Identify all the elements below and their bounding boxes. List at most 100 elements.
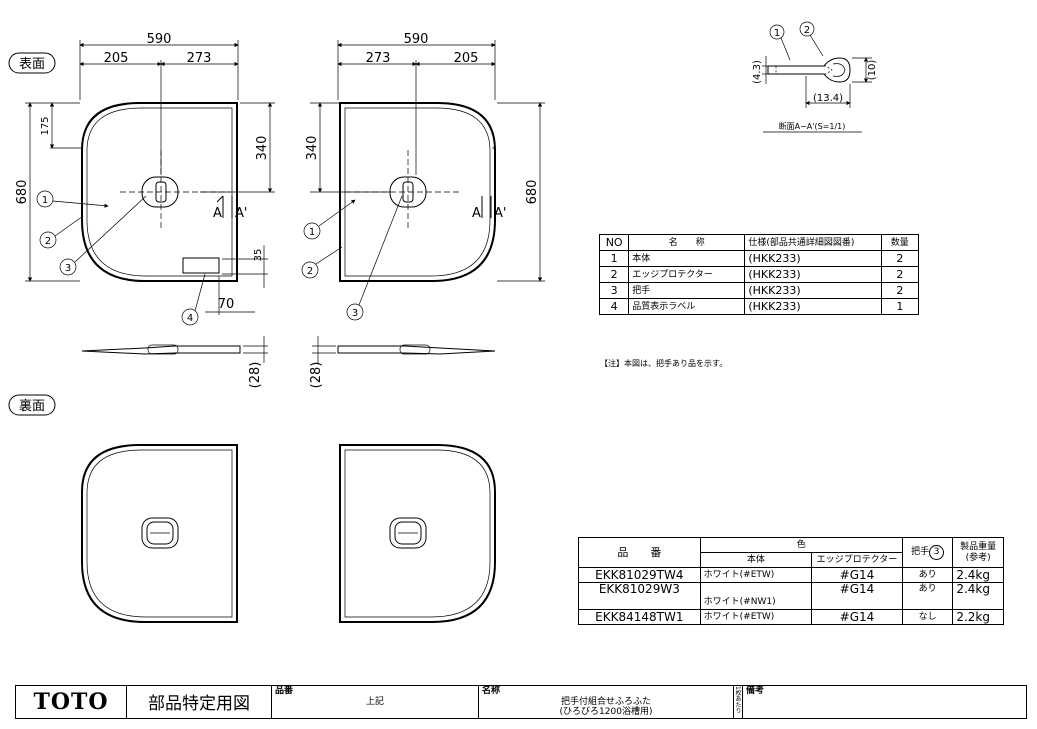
svg-text:(4.3): (4.3) [752,60,763,84]
part-no-cell: 品番 上記 [271,685,479,719]
name-line2: (ひろびろ1200浴槽用) [559,707,653,717]
cell-part-no: EKK81029TW4 [578,567,701,583]
svg-text:273: 273 [187,51,212,66]
back-right-lid [339,444,496,623]
front-right-callouts: 1 2 3 [301,195,403,321]
cell-weight: 2.2kg [952,609,1004,625]
cell-part-no: EKK84148TW1 [578,609,701,625]
svg-text:(10): (10) [867,60,878,81]
svg-text:680: 680 [525,180,540,205]
cell-spec: (HKK233) [744,282,882,299]
back-left-lid [81,444,238,623]
cell-no: 4 [598,298,630,315]
col-color: 色 [699,537,903,553]
name-label: 名称 [482,686,501,696]
name-cell: 名称 把手付組合せふろふた (ひろびろ1200浴槽用) [478,685,734,719]
svg-text:A': A' [235,206,247,221]
svg-text:70: 70 [218,297,235,312]
remarks-cell: 備考 [742,685,1027,719]
svg-text:A': A' [494,206,506,221]
cell-spec: (HKK233) [744,250,882,267]
front-left-profile: (28) [81,336,268,389]
svg-text:裏面: 裏面 [19,399,45,414]
table-row: 3 把手 (HKK233) 2 [598,282,920,299]
col-qty: 数量 [880,234,920,251]
col-spec: 仕様(部品共通詳細図図番) [744,234,882,251]
handle-label: 把手 [911,547,930,557]
svg-text:2: 2 [804,25,810,36]
handle-recess-icon [389,517,427,549]
table-row: EKK81029TW4 ホワイト(#ETW) #G14 あり 2.4kg [578,567,1004,583]
svg-text:1: 1 [774,28,780,39]
front-left-dimensions: 590 205 273 680 175 340 35 70 A A' [15,32,275,315]
col-edge-color: エッジプロテクター [811,552,903,568]
cell-edge-color: #G14 [811,567,903,583]
svg-text:2: 2 [307,266,313,277]
cell-handle: あり [901,582,954,610]
cell-edge-color: #G14 [811,582,903,610]
svg-text:590: 590 [404,32,429,47]
weight-note: (参考) [965,552,991,563]
cell-body-color: ホワイト(#ETW) [699,609,813,625]
svg-text:340: 340 [255,136,270,161]
cell-part-no: EKK81029W3 [578,582,701,610]
svg-text:4: 4 [187,313,193,324]
cell-qty: 2 [880,282,920,299]
title-block: TOTO 部品特定用図 品番 上記 名称 把手付組合せふろふた (ひろびろ120… [15,685,1027,719]
cell-spec: (HKK233) [744,298,882,315]
cell-edge-color: #G14 [811,609,903,625]
svg-text:205: 205 [454,51,479,66]
cell-name: 本体 [628,250,746,267]
part-no-value: 上記 [365,697,384,707]
col-weight: 製品重量(参考) [952,537,1004,568]
cell-qty: 2 [880,250,920,267]
cell-qty: 1 [880,298,920,315]
front-view-label: 表面 [8,52,56,74]
svg-text:273: 273 [366,51,391,66]
col-no: NO [598,234,630,251]
cell-no: 1 [598,250,630,267]
table-row: 2 エッジプロテクター (HKK233) 2 [598,266,920,283]
back-view-label: 裏面 [8,394,56,416]
weight-label: 製品重量 [960,541,997,552]
svg-text:340: 340 [305,136,320,161]
cell-body-color: ホワイト(#ETW) [699,567,813,583]
note-text: 【注】本図は、把手あり品を示す。 [600,358,727,368]
table-row: 1 本体 (HKK233) 2 [598,250,920,267]
svg-text:1: 1 [309,227,315,238]
cell-no: 2 [598,266,630,283]
cell-weight: 2.4kg [952,582,1004,610]
table-row: EKK81029W3 ホワイト(#NW1) #G14 あり 2.4kg [578,582,1004,610]
handle-recess-icon [141,517,179,549]
front-right-dimensions: 590 273 205 340 680 A A' [305,32,545,282]
svg-text:590: 590 [147,32,172,47]
svg-text:1: 1 [42,195,48,206]
svg-text:(28): (28) [309,362,324,389]
svg-text:3: 3 [65,263,71,274]
cell-body-color: ホワイト(#NW1) [699,582,813,610]
col-body-color: 本体 [699,552,813,568]
parts-table: NO 名 称 仕様(部品共通詳細図図番) 数量 1 本体 (HKK233) 2 … [598,234,920,315]
svg-text:35: 35 [253,249,264,262]
per-piece-cell: 1枚あたり [733,685,743,719]
cell-name: 把手 [628,282,746,299]
name-line1: 把手付組合せふろふた [560,697,651,707]
cell-spec: (HKK233) [744,266,882,283]
per-piece-label: 1枚あたり [734,686,741,714]
table-row: EKK84148TW1 ホワイト(#ETW) #G14 なし 2.2kg [578,609,1004,625]
svg-text:(28): (28) [248,362,263,389]
svg-text:A: A [213,206,222,221]
cell-no: 3 [598,282,630,299]
svg-text:175: 175 [40,116,51,135]
table-header-row: NO 名 称 仕様(部品共通詳細図図番) 数量 [598,234,920,251]
front-left-lid [81,102,238,282]
remarks-label: 備考 [746,686,765,696]
handle-callout: 3 [929,545,945,560]
quality-label-rect [182,257,220,274]
svg-text:表面: 表面 [19,57,45,72]
document-type: 部品特定用図 [126,685,272,719]
